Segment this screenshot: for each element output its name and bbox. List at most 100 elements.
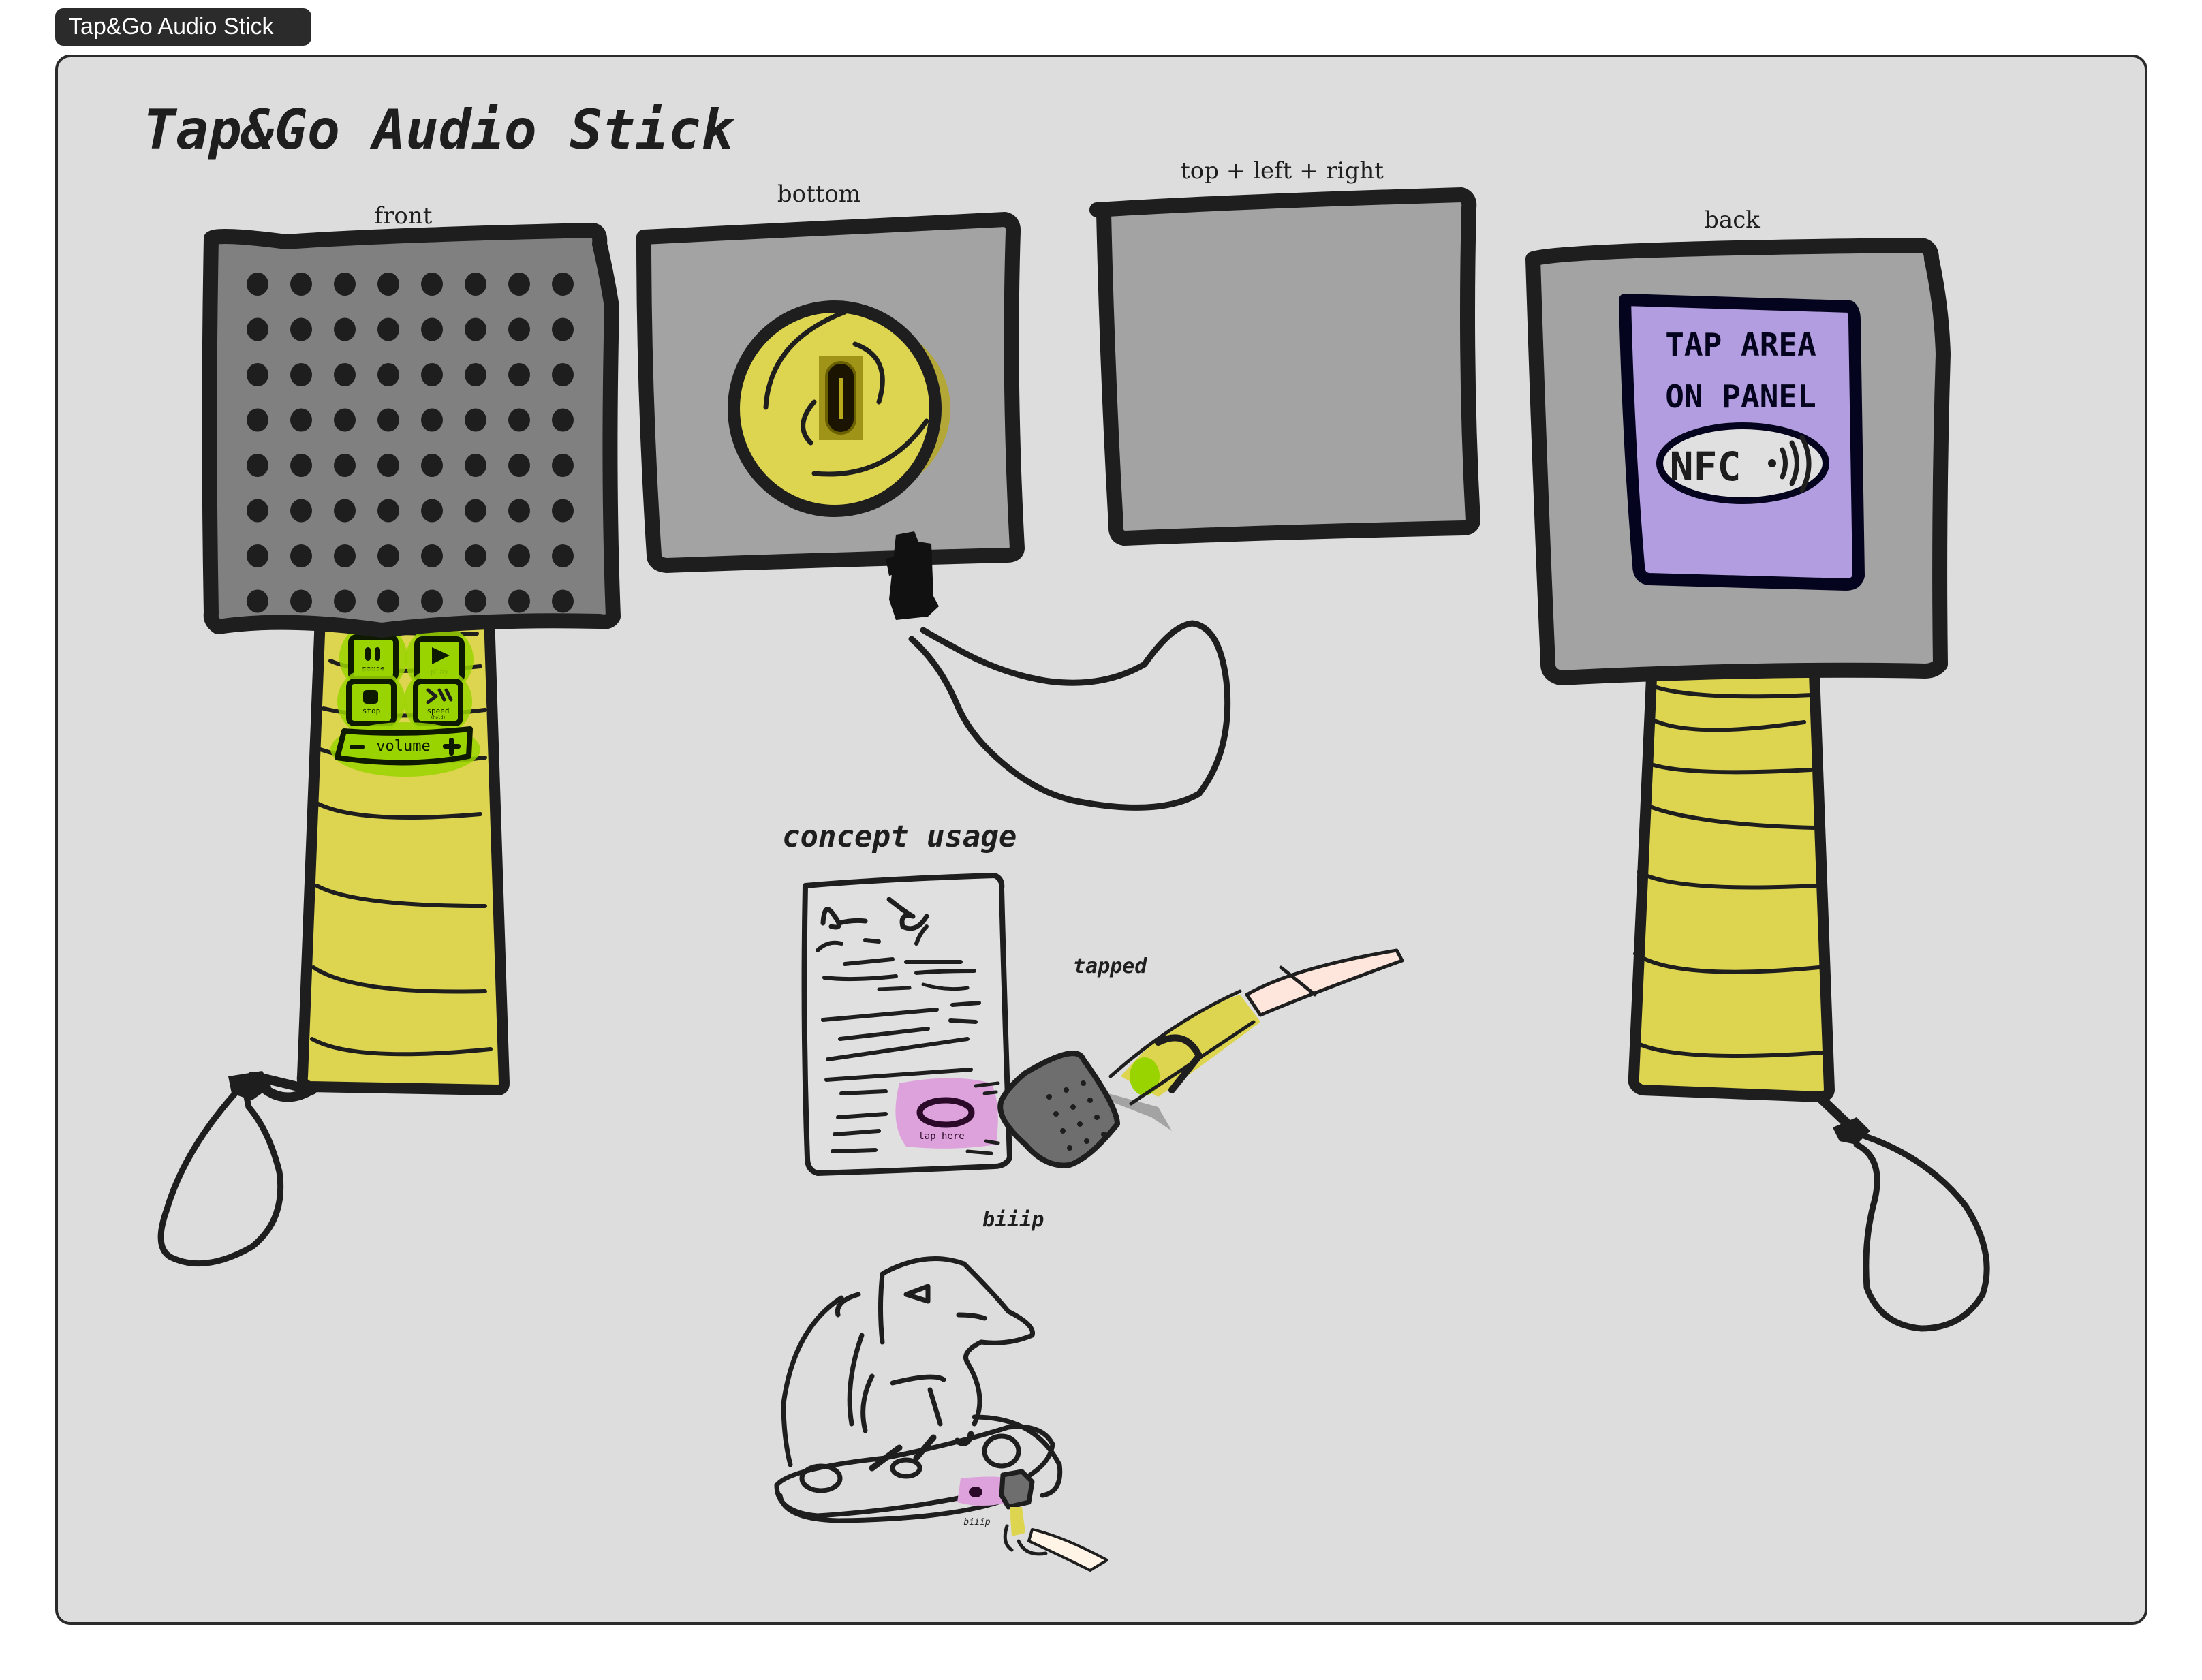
volume-label: volume — [376, 738, 430, 755]
speed-hint-label: (hold) — [431, 715, 446, 720]
speaker-hole — [508, 499, 530, 523]
usb-c-coin-port — [728, 300, 950, 517]
speaker-hole — [552, 544, 574, 567]
front-view-label: front — [375, 202, 433, 230]
speaker-hole — [290, 273, 312, 296]
speaker-hole — [290, 408, 312, 432]
creature-stick-tapping: biiip — [957, 1469, 1108, 1572]
speaker-hole — [334, 499, 356, 523]
speaker-hole — [421, 454, 443, 477]
front-handle — [296, 611, 510, 1095]
concept-usage-heading: concept usage — [782, 820, 1017, 854]
speaker-hole — [247, 408, 268, 432]
tap-here-label: tap here — [918, 1131, 964, 1142]
top-left-right-view: top + left + right — [1089, 157, 1480, 546]
volume-minus-icon[interactable] — [350, 745, 365, 749]
speaker-hole — [552, 499, 574, 523]
speed-button[interactable]: speed (hold) — [404, 668, 472, 736]
stop-icon — [363, 690, 378, 704]
back-wrist-strap — [1814, 1092, 1990, 1332]
speaker-hole — [465, 408, 486, 432]
tap-area-line2: ON PANEL — [1665, 378, 1816, 415]
bottom-view-label: bottom — [777, 181, 860, 208]
speaker-hole — [334, 589, 356, 613]
speaker-hole — [552, 317, 574, 341]
speaker-hole — [552, 408, 574, 432]
speaker-hole — [421, 589, 443, 613]
usb-c-plug — [886, 531, 939, 620]
back-view: back TAP AREA ON PANEL NFC — [1525, 206, 1990, 1332]
stop-button[interactable]: stop — [337, 668, 405, 736]
board-tab[interactable]: Tap&Go Audio Stick — [55, 8, 311, 46]
speaker-hole — [421, 544, 443, 567]
speaker-hole — [377, 408, 399, 432]
speaker-hole — [465, 317, 486, 341]
speed-label: speed — [427, 706, 449, 715]
speaker-hole — [552, 363, 574, 386]
speaker-hole — [377, 454, 399, 477]
fast-forward-icon — [426, 688, 453, 704]
speaker-hole — [508, 454, 530, 477]
speaker-hole — [334, 544, 356, 567]
speaker-hole — [247, 454, 268, 477]
creature-sketch — [774, 1256, 1063, 1523]
speaker-hole — [508, 273, 530, 296]
speaker-hole — [247, 317, 268, 341]
speaker-hole — [421, 317, 443, 341]
speaker-hole — [465, 589, 486, 613]
speaker-hole — [552, 454, 574, 477]
volume-plus-icon[interactable] — [443, 738, 461, 756]
board-title: Tap&Go Audio Stick — [143, 98, 736, 161]
speaker-hole — [334, 454, 356, 477]
speaker-hole — [421, 273, 443, 296]
speaker-hole — [508, 544, 530, 567]
speaker-hole — [552, 273, 574, 296]
speaker-hole — [465, 499, 486, 523]
tapped-label: tapped — [1073, 954, 1147, 978]
stop-label: stop — [362, 706, 381, 715]
nfc-icon: NFC — [1656, 422, 1829, 504]
nfc-badge-text: NFC — [1670, 444, 1741, 490]
concept-usage-section: concept usage tap here — [774, 820, 1404, 1572]
speaker-hole — [334, 273, 356, 296]
speaker-hole — [290, 454, 312, 477]
speaker-hole — [508, 363, 530, 386]
concept-stick-tapping — [997, 948, 1404, 1168]
speaker-hole — [508, 408, 530, 432]
speaker-hole — [334, 317, 356, 341]
speaker-hole — [247, 363, 268, 386]
speaker-grille — [247, 273, 574, 613]
speaker-hole — [334, 363, 356, 386]
speaker-hole — [552, 589, 574, 613]
speaker-hole — [247, 273, 268, 296]
speaker-hole — [421, 363, 443, 386]
back-handle — [1628, 611, 1835, 1102]
nfc-icon — [916, 1097, 975, 1128]
front-view: front pause play — [157, 202, 621, 1267]
tap-here-tag[interactable]: tap here — [895, 1078, 1000, 1155]
speaker-hole — [421, 499, 443, 523]
volume-rocker[interactable]: volume — [330, 722, 480, 777]
speaker-hole — [247, 589, 268, 613]
speaker-hole — [290, 317, 312, 341]
speaker-hole — [377, 589, 399, 613]
front-wrist-strap — [157, 1071, 318, 1267]
tap-area-line1: TAP AREA — [1665, 326, 1816, 363]
speaker-hole — [290, 589, 312, 613]
nfc-tap-area[interactable]: TAP AREA ON PANEL NFC — [1619, 294, 1865, 591]
speaker-hole — [377, 317, 399, 341]
speaker-hole — [465, 363, 486, 386]
play-icon — [432, 647, 450, 664]
speaker-hole — [508, 317, 530, 341]
top-left-right-view-label: top + left + right — [1181, 157, 1384, 185]
back-view-label: back — [1704, 206, 1760, 234]
speaker-hole — [290, 544, 312, 567]
pause-icon — [365, 647, 380, 661]
bottom-view: bottom — [636, 181, 1025, 620]
speaker-hole — [334, 408, 356, 432]
biiip-label-small: biiip — [963, 1517, 990, 1527]
usb-c-cable — [908, 620, 1231, 811]
biiip-label: biiip — [982, 1208, 1044, 1232]
speaker-hole — [377, 363, 399, 386]
